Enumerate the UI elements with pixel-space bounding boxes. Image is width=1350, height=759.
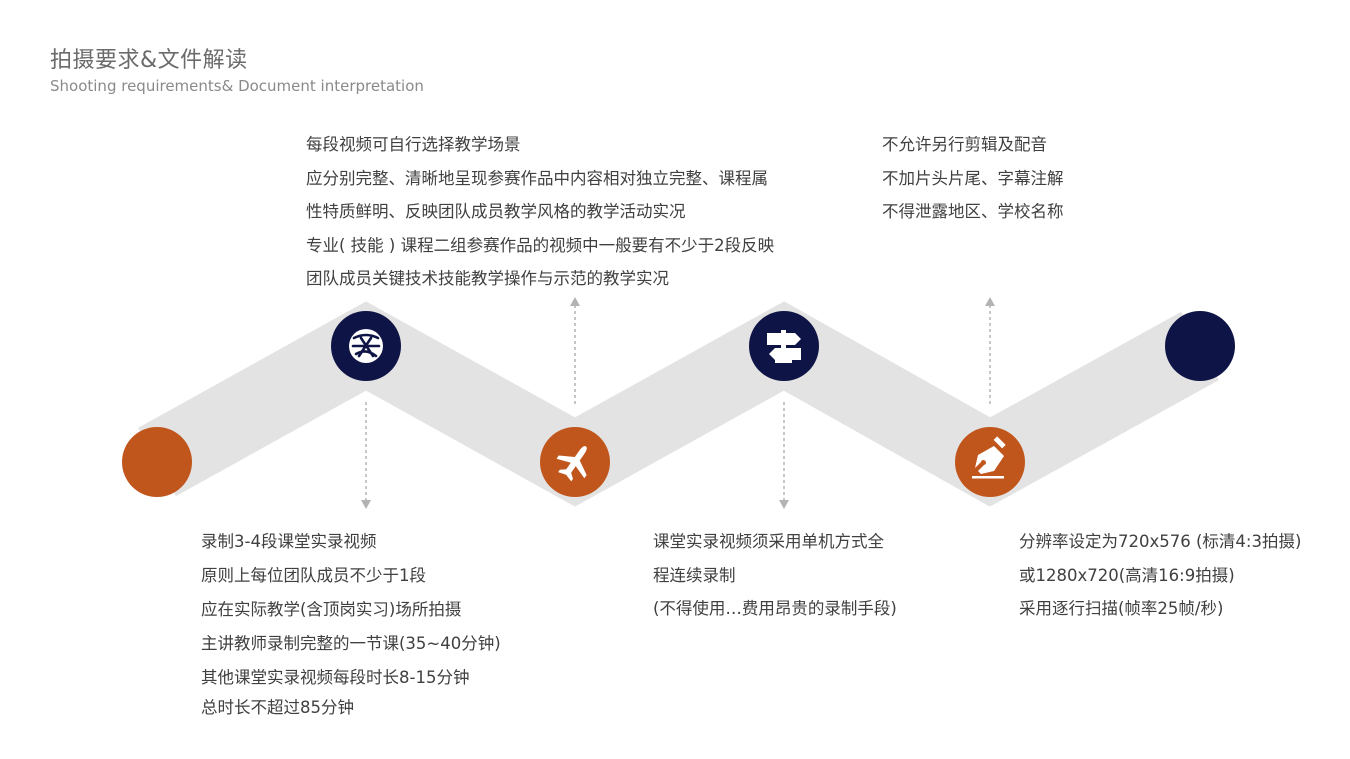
node-3: [540, 427, 610, 497]
node-4: [749, 311, 819, 381]
sheep-icon: [349, 329, 383, 363]
page-subtitle: Shooting requirements& Document interpre…: [50, 77, 424, 95]
text-line: 原则上每位团队成员不少于1段: [201, 566, 426, 585]
text-line: 或1280x720(高清16:9拍摄): [1019, 565, 1235, 585]
text-line: 主讲教师录制完整的一节课(35~40分钟): [201, 634, 501, 653]
text-line: 性特质鲜明、反映团队成员教学风格的教学活动实况: [306, 202, 686, 221]
text-block-bottom-1: 录制3-4段课堂实录视频 原则上每位团队成员不少于1段 应在实际教学(含顶岗实习…: [201, 525, 501, 721]
text-line: 采用逐行扫描(帧率25帧/秒): [1019, 599, 1224, 618]
text-block-top-1: 每段视频可自行选择教学场景 应分别完整、清晰地呈现参赛作品中内容相对独立完整、课…: [306, 128, 774, 296]
signpost-icon: [767, 330, 801, 363]
text-line: 应分别完整、清晰地呈现参赛作品中内容相对独立完整、课程属: [306, 168, 768, 188]
node-1: [122, 427, 192, 497]
node-5: [955, 427, 1025, 497]
text-line: (不得使用…费用昂贵的录制手段): [653, 599, 897, 618]
text-line: 每段视频可自行选择教学场景: [306, 135, 521, 154]
text-line: 不允许另行剪辑及配音: [882, 135, 1047, 154]
text-line: 应在实际教学(含顶岗实习)场所拍摄: [201, 600, 462, 619]
text-line: 其他课堂实录视频每段时长8-15分钟: [201, 668, 470, 687]
text-block-bottom-3: 分辨率设定为720x576 (标清4:3拍摄) 或1280x720(高清16:9…: [1019, 525, 1301, 626]
timeline-band: [138, 301, 1219, 507]
text-block-bottom-2: 课堂实录视频须采用单机方式全 程连续录制 (不得使用…费用昂贵的录制手段): [653, 525, 897, 626]
connector-arrow-up-1: [570, 297, 580, 404]
text-line: 总时长不超过85分钟: [201, 698, 354, 717]
pen-nib-icon: [972, 436, 1006, 479]
node-6: [1165, 311, 1235, 381]
text-line: 不得泄露地区、学校名称: [882, 202, 1064, 221]
text-line: 不加片头片尾、字幕注解: [882, 168, 1064, 188]
connector-arrow-down-1: [361, 402, 371, 509]
connector-arrow-up-2: [985, 297, 995, 404]
node-2: [331, 311, 401, 381]
airplane-icon: [556, 446, 587, 482]
text-line: 分辨率设定为720x576 (标清4:3拍摄): [1019, 532, 1302, 551]
page-title: 拍摄要求&文件解读: [50, 48, 248, 73]
text-line: 专业( 技能 ) 课程二组参赛作品的视频中一般要有不少于2段反映: [306, 235, 775, 255]
text-line: 程连续录制: [653, 565, 736, 585]
text-line: 团队成员关键技术技能教学操作与示范的教学实况: [306, 269, 669, 288]
connector-arrow-down-2: [779, 402, 789, 509]
text-line: 录制3-4段课堂实录视频: [201, 532, 377, 551]
text-block-top-2: 不允许另行剪辑及配音 不加片头片尾、字幕注解 不得泄露地区、学校名称: [882, 128, 1064, 229]
text-line: 课堂实录视频须采用单机方式全: [653, 532, 884, 551]
